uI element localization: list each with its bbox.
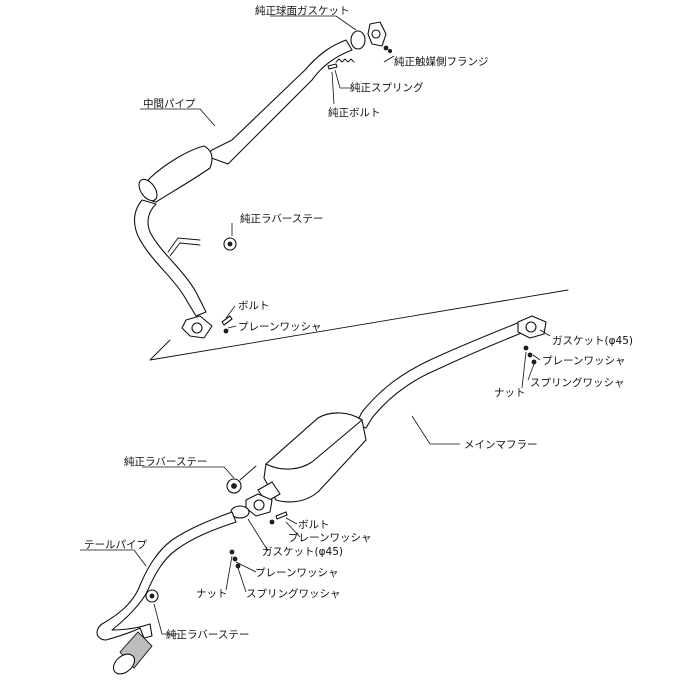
label-genuine-spring: 純正スプリング (350, 81, 424, 94)
label-genuine-bolt: 純正ボルト (328, 106, 381, 119)
label-bolt-2: ボルト (298, 519, 330, 531)
spring-part (335, 58, 355, 63)
label-gasket-phi45-1: ガスケット(φ45) (552, 335, 633, 347)
label-nut-1: ナット (494, 387, 526, 399)
upper-hardware (221, 21, 392, 334)
label-tail-pipe: テールパイプ (84, 539, 147, 551)
label-genuine-rubber-stay-3: 純正ラバーステー (166, 628, 249, 641)
label-spring-washer-1: スプリングワッシャ (530, 376, 625, 389)
main-muffler-assembly (245, 315, 547, 517)
leader-lines (80, 15, 551, 635)
label-center-pipe: 中間パイプ (143, 97, 196, 110)
section-divider (149, 289, 569, 361)
label-gasket-phi45-2: ガスケット(φ45) (262, 546, 343, 558)
center-pipe-assembly (133, 39, 353, 339)
labels: 純正球面ガスケット 純正触媒側フランジ 純正スプリング 純正ボルト 中間パイプ … (84, 4, 633, 641)
label-genuine-ball-gasket: 純正球面ガスケット (255, 4, 350, 17)
label-genuine-cat-flange: 純正触媒側フランジ (394, 55, 489, 68)
label-bolt-1: ボルト (238, 300, 270, 312)
label-spring-washer-2: スプリングワッシャ (246, 587, 341, 600)
label-plain-washer-1: プレーンワッシャ (238, 321, 321, 333)
label-genuine-rubber-stay-2: 純正ラバーステー (124, 455, 207, 468)
ball-gasket-part (350, 30, 366, 50)
tail-pipe-assembly (96, 511, 237, 675)
label-plain-washer-4: プレーンワッシャ (255, 567, 338, 579)
label-plain-washer-3: プレーンワッシャ (288, 532, 371, 544)
label-plain-washer-2: プレーンワッシャ (542, 355, 625, 367)
label-main-muffler: メインマフラー (464, 439, 538, 451)
muffler-hardware (226, 345, 537, 569)
label-nut-2: ナット (196, 588, 228, 600)
label-genuine-rubber-stay-1: 純正ラバーステー (240, 212, 323, 225)
